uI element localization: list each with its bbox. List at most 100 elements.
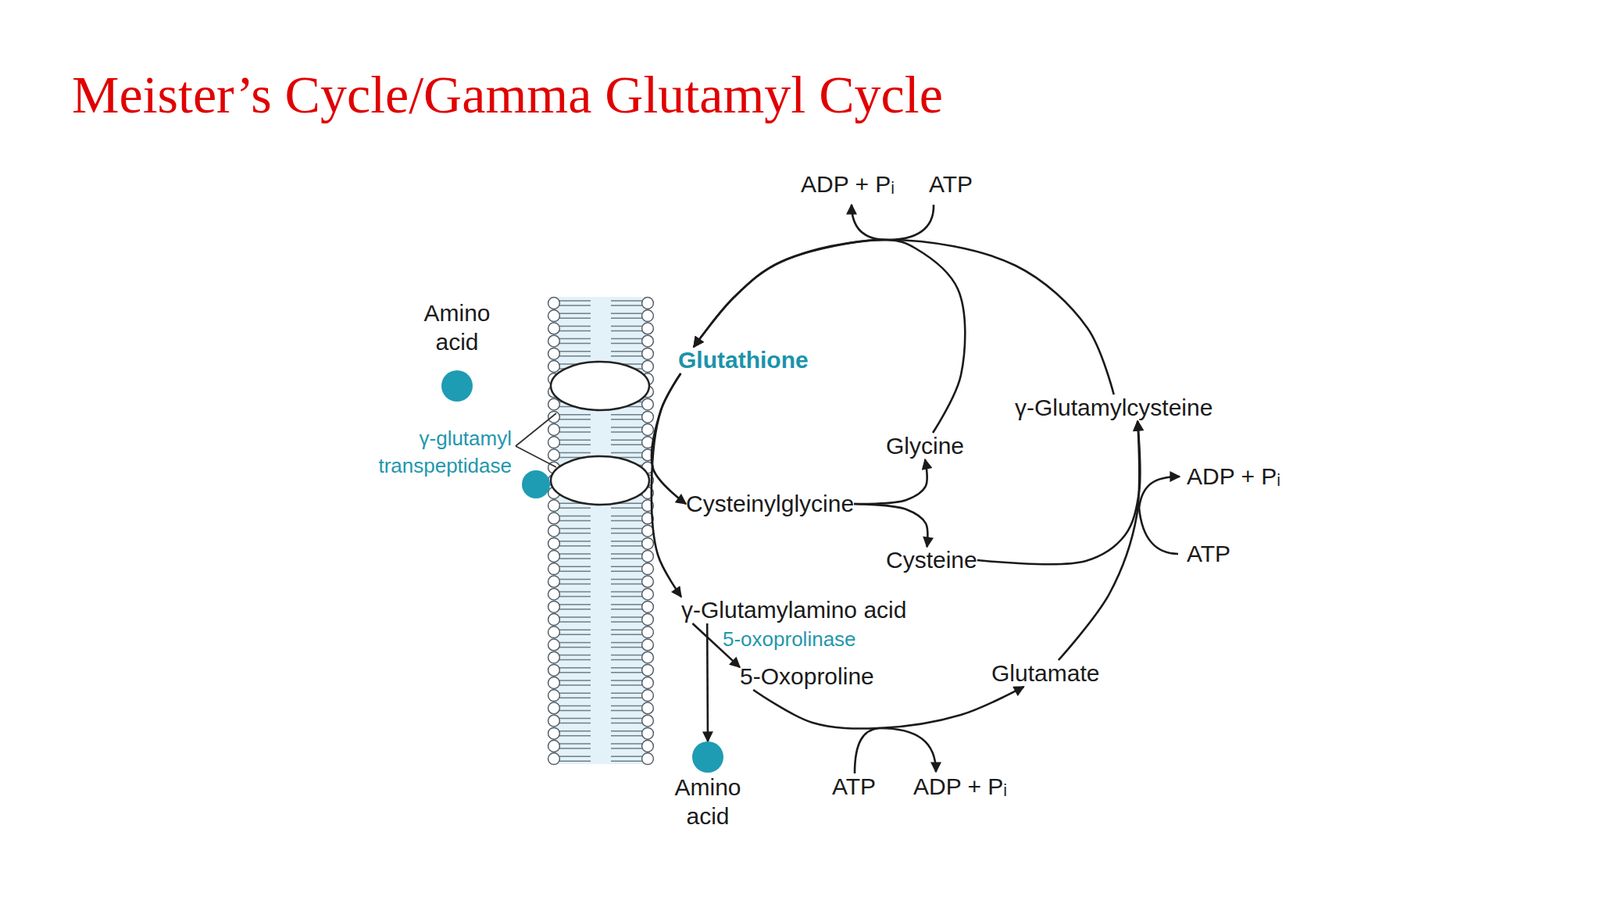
cofactor-arrow (887, 204, 934, 240)
lipid-tail (559, 680, 643, 686)
metabolite-node: γ-Glutamylamino acid (681, 596, 907, 624)
amino-acid-node: Amino acid (417, 298, 497, 402)
slide-title: Meister’s Cycle/Gamma Glutamyl Cycle (71, 67, 943, 122)
lipid-pair (548, 322, 654, 335)
enzyme-label: 5-oxoprolinase (722, 627, 857, 651)
lipid-tail (559, 743, 643, 749)
lipid-tail (559, 439, 643, 445)
lipid-pair (548, 512, 654, 525)
lipid-head (642, 424, 654, 436)
cofactor-label: ATP (928, 171, 973, 198)
lipid-pair (548, 297, 654, 310)
lipid-head (642, 689, 654, 702)
lipid-pair (548, 614, 654, 626)
lipid-tail (559, 705, 643, 711)
lipid-pair (548, 714, 654, 727)
lipid-pair (548, 436, 654, 449)
lipid-tail (559, 414, 643, 420)
metabolite-label: Amino acid (668, 772, 747, 831)
lipid-head (548, 753, 561, 765)
lipid-head (642, 639, 654, 651)
lipid-head (548, 537, 561, 550)
cofactor-arrow (851, 204, 888, 240)
lipid-tail (559, 617, 643, 622)
cofactor-label: ATP (832, 773, 876, 800)
lipid-pair (548, 563, 654, 575)
lipid-tail (559, 515, 643, 521)
reaction-arrow (853, 459, 928, 504)
lipid-tail (559, 351, 643, 357)
amino-acid-circle (692, 741, 724, 773)
lipid-tail (559, 692, 643, 698)
lipid-tail (559, 667, 643, 673)
metabolite-node: 5-Oxoproline (739, 663, 875, 690)
lipid-pair (548, 727, 654, 740)
lipid-tail (559, 313, 643, 318)
lipid-head (548, 702, 561, 715)
lipid-head (642, 398, 654, 411)
lipid-pair (548, 424, 654, 436)
cofactor-label: ADP + Pᵢ (1186, 463, 1281, 490)
lipid-pair (548, 753, 654, 765)
lipid-pair (548, 588, 654, 600)
cofactor-arrow (854, 728, 879, 774)
lipid-head (642, 727, 654, 740)
metabolite-node: Glycine (885, 432, 965, 460)
lipid-pair (548, 525, 654, 537)
lipid-head (642, 335, 654, 347)
lipid-pair (548, 651, 654, 664)
lipid-pair (548, 347, 654, 360)
metabolite-label: Glutathione (678, 346, 809, 374)
metabolite-node: Cysteinylglycine (685, 490, 854, 518)
reaction-arrow (693, 239, 965, 433)
lipid-head (548, 563, 561, 575)
lipid-head (642, 614, 654, 626)
lipid-tail (559, 325, 643, 331)
lipid-pair (548, 600, 654, 613)
lipid-head (548, 727, 561, 740)
lipid-head (548, 600, 561, 613)
lipid-pair (548, 702, 654, 715)
lipid-pair (548, 550, 654, 563)
lipid-head (642, 588, 654, 600)
lipid-head (548, 322, 561, 335)
metabolite-label: Cysteinylglycine (685, 490, 854, 518)
lipid-head (548, 297, 561, 310)
amino-acid-circle (441, 370, 473, 402)
lipid-head (548, 360, 561, 373)
lipid-tail (559, 566, 643, 572)
lipid-pair (548, 537, 654, 550)
lipid-tail (559, 528, 643, 534)
amino-acid-node: Amino acid (668, 741, 747, 831)
lipid-head (642, 310, 654, 322)
lipid-tail (559, 731, 643, 736)
cofactor-arrow (1139, 507, 1179, 554)
lipid-tail (559, 642, 643, 647)
lipid-head (548, 714, 561, 727)
lipid-head (548, 651, 561, 664)
lipid-head (642, 360, 654, 373)
lipid-pair (548, 410, 654, 423)
lipid-tail (559, 592, 643, 597)
metabolite-label: Glycine (885, 432, 965, 460)
lipid-head (642, 525, 654, 537)
lipid-head (548, 525, 561, 537)
reaction-arrow (977, 421, 1141, 565)
metabolite-label: γ-Glutamylcysteine (1014, 394, 1213, 422)
enzyme-circle (521, 470, 550, 499)
lipid-head (548, 588, 561, 600)
lipid-head (642, 600, 654, 613)
lipid-head (642, 575, 654, 588)
lipid-head (548, 410, 561, 423)
cofactor-label: ADP + Pᵢ (800, 171, 895, 198)
lipid-head (548, 310, 561, 322)
lipid-tail (559, 427, 643, 433)
lipid-head (642, 740, 654, 753)
bracket-lines (515, 413, 557, 468)
lipid-head (548, 740, 561, 753)
lipid-tail (559, 541, 643, 547)
lipid-head (642, 651, 654, 664)
